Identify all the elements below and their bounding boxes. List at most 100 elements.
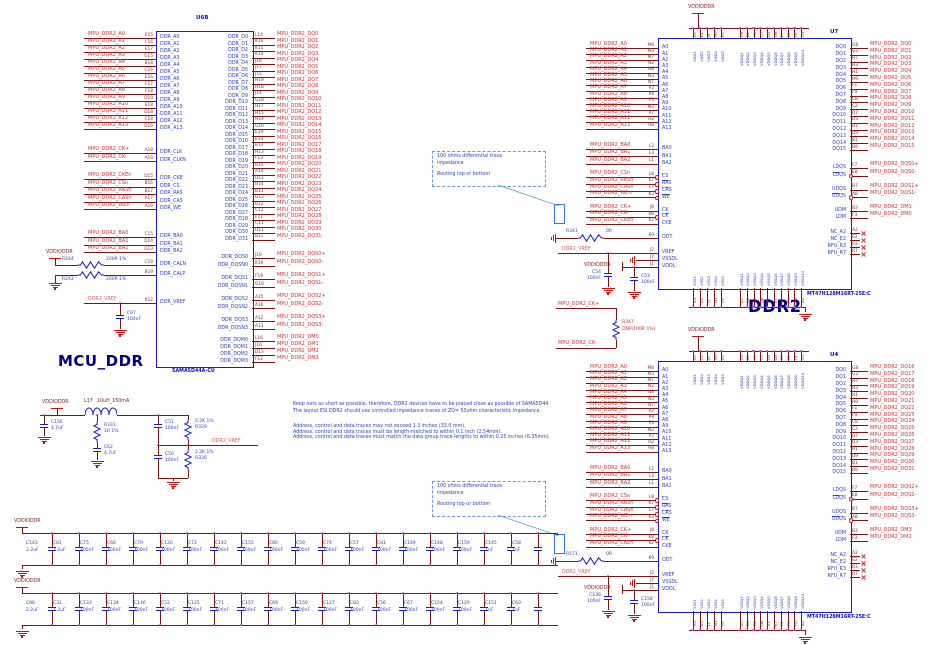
pin-name: VDDQ1 (738, 375, 744, 389)
pin-name: UDQS (831, 194, 846, 200)
capacitor-value: 100nF (377, 608, 392, 613)
signal-label: MPU_DDR2_DQ1 (870, 47, 912, 54)
pin-name: VDD1 (691, 51, 697, 62)
chip-ref: U7 (830, 29, 839, 35)
pin-name: A1 (662, 51, 669, 57)
wire (55, 275, 56, 283)
pin-name: DDR_D17 (225, 145, 248, 151)
wire (556, 308, 616, 309)
pin-name: UDQS (831, 186, 846, 192)
wire (622, 590, 658, 591)
wire (586, 371, 658, 372)
wire (586, 500, 658, 501)
wire (252, 287, 275, 288)
wire (787, 288, 789, 307)
wire (84, 94, 156, 95)
pin-name: CS (662, 497, 669, 503)
junction-dot (131, 623, 135, 627)
wire (158, 458, 159, 478)
junction-dot (212, 531, 216, 535)
signal-label: MPU_DDR2_DQ1 (277, 37, 319, 44)
wire (850, 556, 860, 557)
capacitor-ref: C97 (127, 311, 136, 316)
signal-label: MPU_DDR2_A8 (590, 90, 627, 97)
signal-label: MPU_DDR2_A10 (590, 103, 631, 109)
ground-symbol (627, 615, 641, 617)
wire (252, 70, 275, 72)
wire (586, 402, 658, 403)
capacitor-value: 100nF (431, 548, 446, 553)
wire (774, 288, 775, 307)
pin-number: J18 (255, 58, 262, 64)
capacitor-value: 100nF (269, 608, 284, 613)
pin-number: A8 (852, 514, 858, 520)
pin-number: C16 (144, 67, 153, 73)
callout-box (432, 151, 546, 187)
pin-number: M3 (647, 371, 654, 377)
capacitor-value: 100nF (134, 608, 149, 613)
pin-name: DDR_D8 (228, 87, 248, 93)
signal-label: MPU_DDR2_A1 (590, 370, 627, 377)
junction-dot (374, 563, 378, 567)
pin-number: F1 (852, 83, 858, 89)
pin-name: VREF (662, 250, 675, 256)
net-label: VDDIODDR (584, 262, 611, 268)
junction-dot (759, 349, 762, 353)
junction-dot (786, 305, 789, 309)
ground-symbol (553, 558, 555, 564)
ground-symbol (168, 483, 178, 485)
capacitor-ref: C159 (458, 541, 470, 546)
pin-name: DDR_CS (160, 183, 180, 189)
junction-dot (536, 591, 540, 595)
wire (616, 308, 617, 320)
pin-name: A6 (662, 82, 669, 88)
wire (693, 28, 694, 38)
wire (252, 213, 275, 215)
capacitor (426, 607, 434, 609)
wire (586, 128, 658, 130)
wire (133, 593, 134, 607)
pin-number: E7 (772, 298, 778, 303)
pin-number: J9 (705, 356, 711, 360)
pin-name: DDR_D18 (225, 152, 248, 158)
wire (252, 226, 275, 228)
pin-name: DQ13 (832, 456, 846, 462)
signal-label: MPU_DDR2_DQ24 (870, 418, 915, 425)
wire (252, 168, 275, 169)
pin-number: B9 (852, 144, 858, 150)
capacitor (604, 596, 612, 598)
signal-label: MPU_DDR2_DQ22 (277, 174, 322, 180)
signal-label: MPU_DDR2_A2 (590, 376, 627, 383)
capacitor-ref: C74 (323, 541, 332, 546)
wire (693, 611, 694, 630)
pin-name: VSSQ7 (779, 596, 785, 609)
pin-number: D16 (144, 123, 153, 129)
wire (133, 550, 134, 565)
wire (850, 459, 868, 461)
wire (84, 101, 156, 102)
pin-name: DDR_D19 (225, 158, 248, 164)
pin-number: F8 (786, 298, 792, 303)
wire (241, 550, 242, 565)
pin-number: D1 (852, 447, 859, 453)
junction-dot (772, 349, 776, 353)
capacitor-value: 100nF (107, 608, 122, 613)
wire (188, 415, 189, 420)
pin-name: DDR_A7 (160, 84, 180, 90)
signal-label: MPU_DDR2_DQ8 (870, 95, 912, 102)
wire (22, 593, 558, 594)
wire (84, 80, 156, 81)
wire (484, 550, 485, 565)
ground-symbol (37, 437, 51, 439)
wire (586, 506, 658, 508)
ground-symbol (90, 461, 104, 463)
pin-name: DDR_D20 (225, 165, 248, 171)
wire (79, 593, 80, 607)
wire (376, 610, 377, 625)
signal-label: MPU_DDR2_DQS2- (277, 301, 324, 307)
pin-name: CS (662, 174, 669, 180)
pin-number: C1 (752, 354, 758, 360)
pin-number: G8 (852, 42, 859, 48)
wire (349, 593, 350, 607)
capacitor-ref: C56 (377, 601, 386, 606)
